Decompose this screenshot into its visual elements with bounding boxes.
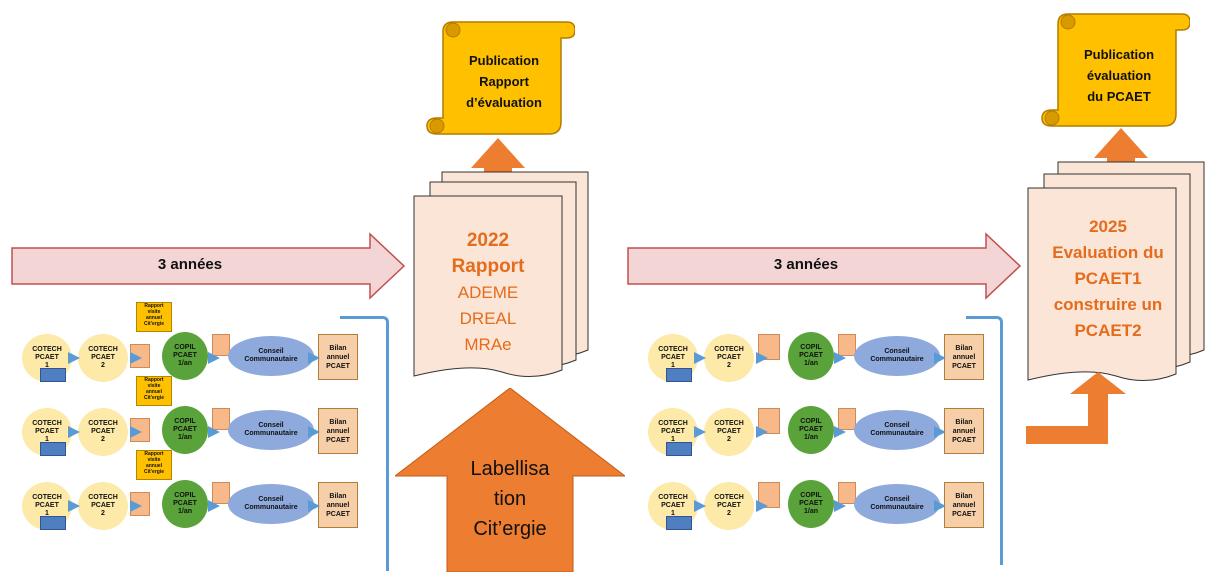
evaluation-line-2: Evaluation du <box>1052 243 1164 262</box>
left-labellisation-arrow: Labellisa tion Cit’ergie <box>393 387 627 573</box>
left-report-item-dreal: DREAL <box>459 309 517 328</box>
document-stack-icon <box>1027 161 1205 381</box>
right-evaluation-stack: 2025 Evaluation du PCAET1 construire un … <box>1026 160 1206 388</box>
right-arrow-icon <box>11 232 406 300</box>
left-publication-line-1: Publication <box>468 53 540 68</box>
labellisation-line-2: tion <box>493 488 527 510</box>
left-timeline-arrow: 3 années <box>10 232 406 300</box>
left-report-stack: 2022 Rapport ADEME DREAL MRAe <box>410 170 592 382</box>
evaluation-line-5: PCAET2 <box>1074 321 1142 340</box>
evaluation-line-3: PCAET1 <box>1074 269 1142 288</box>
scroll-shape-icon <box>426 21 576 135</box>
right-publication-line-2: évaluation <box>1086 68 1152 83</box>
right-arrow-icon <box>627 232 1022 300</box>
scroll-shape-icon <box>1041 13 1191 127</box>
document-stack-icon <box>413 171 589 377</box>
left-publication-line-2: Rapport <box>479 74 529 89</box>
evaluation-line-1: 2025 <box>1089 217 1127 236</box>
labellisation-line-1: Labellisa <box>470 458 550 480</box>
right-timeline-label: 3 années <box>773 256 839 273</box>
right-timeline-arrow: 3 années <box>626 232 1022 300</box>
left-report-year: 2022 <box>466 230 510 251</box>
left-report-item-ademe: ADEME <box>457 283 519 302</box>
bent-up-arrow-icon <box>1026 372 1126 444</box>
left-report-item-mrae: MRAe <box>464 335 512 354</box>
right-publication-line-3: du PCAET <box>1087 89 1151 104</box>
right-cycle-bracket <box>966 316 1003 565</box>
left-publication-line-3: d’évaluation <box>466 95 542 110</box>
left-timeline-label: 3 années <box>157 256 223 273</box>
right-bent-arrow <box>1026 372 1126 444</box>
evaluation-line-4: construire un <box>1053 295 1163 314</box>
left-report-title: Rapport <box>451 256 525 277</box>
left-publication-scroll: Publication Rapport d’évaluation <box>425 18 576 142</box>
labellisation-line-3: Cit’ergie <box>473 518 547 540</box>
right-publication-line-1: Publication <box>1083 47 1155 62</box>
right-publication-scroll: Publication évaluation du PCAET <box>1040 10 1191 134</box>
left-cycle-bracket <box>340 316 389 571</box>
